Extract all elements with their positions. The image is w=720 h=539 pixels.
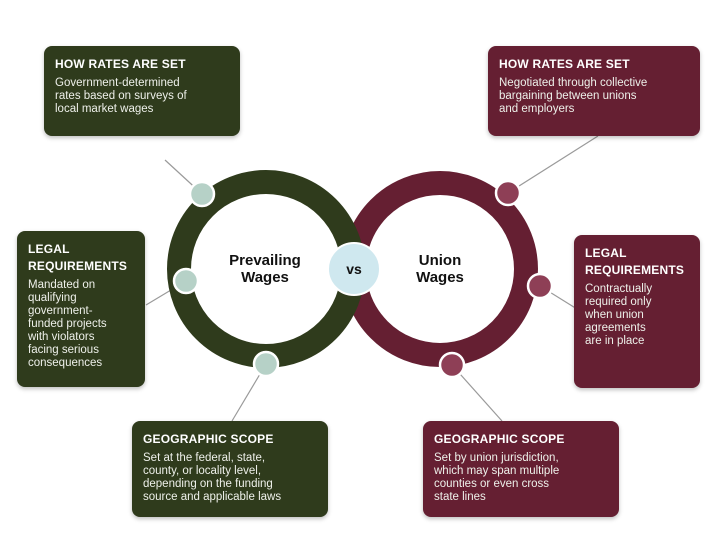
- box-body: Set by union jurisdiction, which may spa…: [434, 452, 560, 503]
- union-wages-label: Union Wages: [416, 252, 464, 286]
- prevailing-wages-label: Prevailing Wages: [229, 252, 301, 286]
- node-right-legal: [526, 272, 554, 300]
- prevailing-rates-box: HOW RATES ARE SET Government-determined …: [44, 46, 240, 136]
- node-left-legal: [172, 267, 200, 295]
- box-body: Set at the federal, state, county, or lo…: [143, 452, 282, 503]
- box-title: HOW RATES ARE SET: [55, 57, 186, 71]
- node-left-scope: [252, 350, 280, 378]
- node-right-rates: [494, 179, 522, 207]
- box-title: GEOGRAPHIC SCOPE: [143, 432, 274, 446]
- box-title: LEGAL REQUIREMENTS: [585, 246, 685, 277]
- box-body: Contractually required only when union a…: [585, 283, 653, 347]
- vs-circle: [327, 242, 381, 296]
- box-body: Mandated on qualifying government- funde…: [28, 279, 107, 369]
- box-body: Negotiated through collective bargaining…: [499, 77, 648, 115]
- box-title: GEOGRAPHIC SCOPE: [434, 432, 565, 446]
- box-body: Government-determined rates based on sur…: [55, 77, 187, 115]
- vs-label: vs: [346, 261, 362, 277]
- connector-right-rates: [507, 135, 599, 194]
- union-legal-box: LEGAL REQUIREMENTS Contractually require…: [574, 235, 700, 388]
- union-scope-box: GEOGRAPHIC SCOPE Set by union jurisdicti…: [423, 421, 619, 517]
- union-rates-box: HOW RATES ARE SET Negotiated through col…: [488, 46, 700, 136]
- prevailing-legal-box: LEGAL REQUIREMENTS Mandated on qualifyin…: [17, 231, 145, 387]
- prevailing-scope-box: GEOGRAPHIC SCOPE Set at the federal, sta…: [132, 421, 328, 517]
- box-title: HOW RATES ARE SET: [499, 57, 630, 71]
- node-left-rates: [188, 180, 216, 208]
- node-right-scope: [438, 351, 466, 379]
- box-title: LEGAL REQUIREMENTS: [28, 242, 128, 273]
